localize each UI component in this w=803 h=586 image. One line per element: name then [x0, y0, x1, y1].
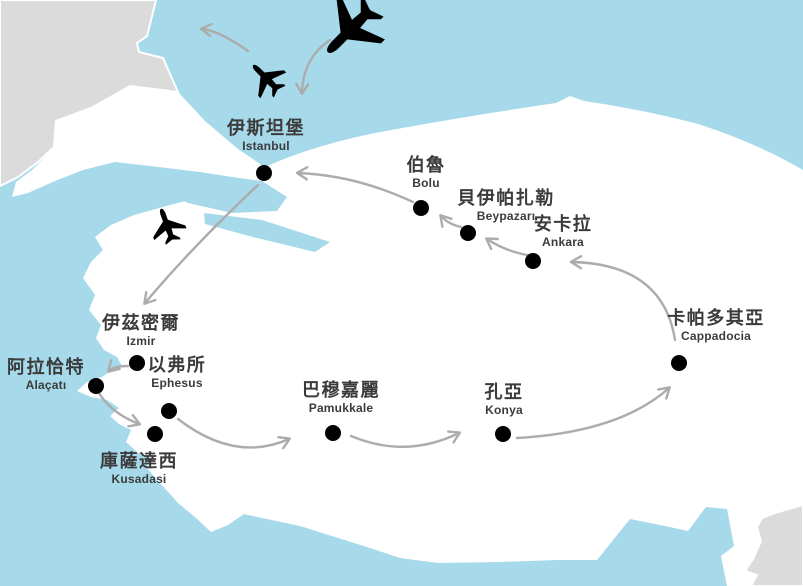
route-arrow-cappadocia-ankara — [569, 255, 677, 342]
city-dot-cappadocia — [671, 355, 687, 371]
route-arrow-ephesus-pamukkale — [176, 417, 292, 450]
syria-landmass — [743, 503, 803, 586]
route-arrow-beypazari-bolu — [439, 214, 463, 229]
route-arrow-ankara-beypazari — [484, 237, 529, 257]
iskenderun-gulf — [597, 507, 734, 586]
city-dot-alacati — [88, 378, 104, 394]
city-dot-ephesus — [161, 403, 177, 419]
marmara-gulf — [204, 213, 330, 252]
city-dot-pamukkale — [325, 425, 341, 441]
route-arrow-bolu-istanbul — [295, 166, 415, 204]
city-dot-kusadasi — [147, 426, 163, 442]
route-arrow-flight-arrival — [295, 38, 332, 96]
route-arrow-konya-cappadocia — [515, 386, 671, 440]
route-arrow-istanbul-izmir — [143, 183, 260, 305]
city-dot-ankara — [525, 253, 541, 269]
city-dot-beypazari — [460, 225, 476, 241]
city-dot-istanbul — [256, 165, 272, 181]
marmara-sea — [150, 167, 287, 213]
route-arrow-izmir-alacati — [107, 359, 130, 373]
route-arrow-alacati-kusadasi — [97, 391, 142, 428]
city-dot-konya — [495, 426, 511, 442]
city-dot-bolu — [413, 200, 429, 216]
route-arrow-pamukkale-konya — [349, 430, 462, 448]
city-dot-izmir — [129, 355, 145, 371]
route-arrow-flight-departure — [199, 22, 250, 53]
thrace-landmass — [12, 86, 263, 197]
turkey-landmass — [77, 96, 803, 586]
